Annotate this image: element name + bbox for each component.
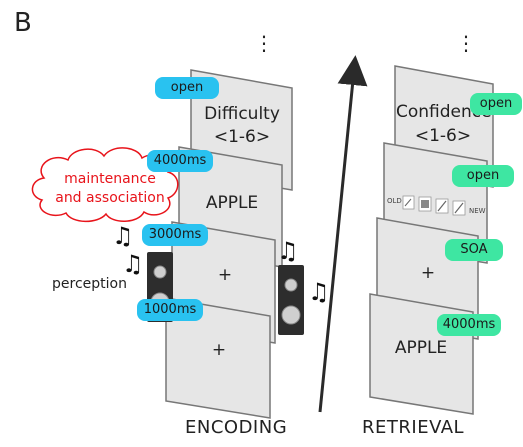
cloud-line-1: maintenance <box>64 171 156 187</box>
encoding-badge: 3000ms <box>142 224 208 246</box>
encoding-ellipsis: ⋮ <box>254 31 274 55</box>
encoding-badge: 4000ms <box>147 150 213 172</box>
music-note-icon: ♫ <box>112 222 134 250</box>
time-arrow-icon <box>318 55 368 413</box>
scale-left-label: OLD <box>387 197 402 205</box>
music-note-icon: ♫ <box>277 237 299 265</box>
music-note-icon: ♫ <box>122 250 144 278</box>
encoding-label: ENCODING <box>185 417 288 438</box>
confidence-scale-icons <box>402 195 466 216</box>
retrieval-screen-subtitle: <1-6> <box>414 126 472 146</box>
encoding-fixation-text: + <box>217 265 233 285</box>
encoding-badge: open <box>155 77 219 99</box>
retrieval-badge: 4000ms <box>437 314 501 336</box>
cloud-text: maintenance and association <box>40 170 180 208</box>
perception-label: perception <box>52 276 127 292</box>
encoding-badge: 1000ms <box>137 299 203 321</box>
panel-label: B <box>14 8 32 38</box>
retrieval-ellipsis: ⋮ <box>456 31 476 55</box>
cloud-icon <box>31 147 179 223</box>
retrieval-word-text: APPLE <box>394 338 448 358</box>
speaker-icon <box>278 265 304 335</box>
scale-right-label: NEW <box>469 207 486 215</box>
retrieval-badge: open <box>470 93 522 115</box>
retrieval-badge: SOA <box>445 239 503 261</box>
encoding-word-text: APPLE <box>205 193 259 213</box>
encoding-screen-subtitle: <1-6> <box>213 127 271 147</box>
encoding-screen-fixation-1 <box>165 297 271 419</box>
retrieval-badge: open <box>452 165 514 187</box>
cloud-line-2: and association <box>55 190 165 206</box>
retrieval-label: RETRIEVAL <box>362 417 465 438</box>
retrieval-fixation-text: + <box>420 263 436 283</box>
retrieval-screen-title: Confidence <box>396 102 492 122</box>
encoding-fixation-text: + <box>211 340 227 360</box>
encoding-screen-title: Difficulty <box>204 104 280 124</box>
music-note-icon: ♫ <box>308 278 330 306</box>
